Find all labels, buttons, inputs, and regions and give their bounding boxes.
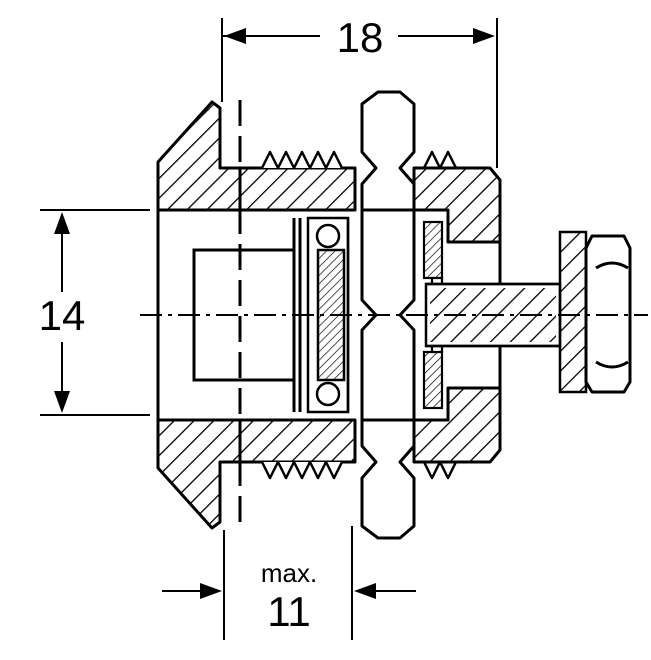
sleeve-thread bbox=[260, 150, 458, 480]
dimension-bottom-prefix: max. bbox=[261, 558, 317, 588]
dimension-bottom bbox=[162, 526, 416, 640]
dimension-bottom-label: 11 bbox=[267, 588, 311, 635]
dimension-left bbox=[40, 209, 150, 416]
dimension-top-label: 18 bbox=[337, 14, 384, 61]
bearing-pack bbox=[306, 216, 350, 414]
center-lines bbox=[140, 100, 648, 530]
dimension-top bbox=[221, 18, 498, 168]
cam-housing bbox=[412, 166, 502, 464]
dimension-left-label: 14 bbox=[39, 292, 86, 339]
housing bbox=[156, 100, 357, 530]
washer bbox=[558, 230, 588, 394]
